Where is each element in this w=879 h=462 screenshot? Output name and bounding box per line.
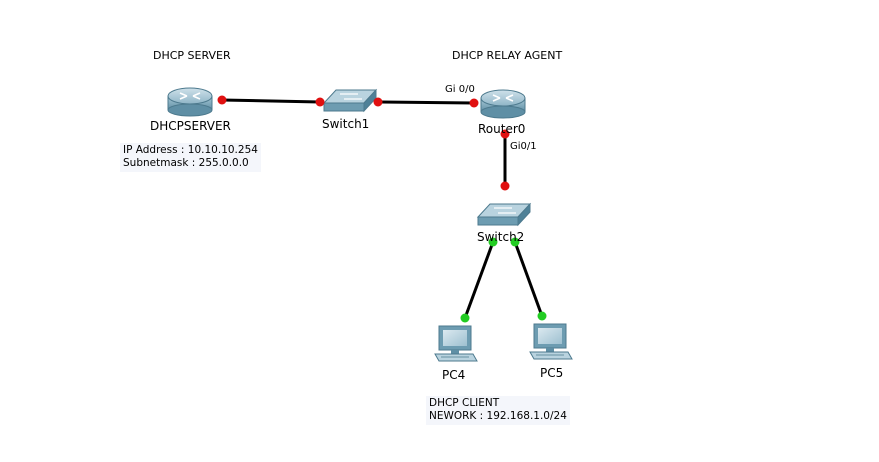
pc5-device[interactable] <box>529 323 573 360</box>
port-light-switch2-up <box>500 181 510 191</box>
link-switch1-router0[interactable] <box>377 100 475 105</box>
server-mask-line: Subnetmask : 255.0.0.0 <box>123 157 249 169</box>
dhcp-relay-title: DHCP RELAY AGENT <box>452 49 563 62</box>
router0-label: Router0 <box>478 122 526 136</box>
port-light-server <box>217 95 227 105</box>
dhcp-server-info-note: IP Address : 10.10.10.254 Subnetmask : 2… <box>120 143 261 172</box>
pc4-label: PC4 <box>442 368 466 382</box>
dhcp-server-device[interactable] <box>167 87 213 117</box>
port-light-switch2-right <box>510 237 520 247</box>
switch-icon <box>476 202 532 227</box>
port-light-switch1-left <box>315 97 325 107</box>
pc5-label: PC5 <box>540 366 564 380</box>
link-switch2-pc5[interactable] <box>513 241 544 317</box>
port-lights <box>217 95 547 323</box>
switch-icon <box>322 88 378 113</box>
dhcp-server-label: DHCPSERVER <box>150 119 231 133</box>
link-switch2-pc4[interactable] <box>463 241 495 319</box>
switch1-label: Switch1 <box>322 117 370 131</box>
pc-icon <box>529 323 573 360</box>
port-light-router-gi00 <box>469 98 479 108</box>
router0-device[interactable] <box>480 89 526 119</box>
router-icon <box>167 87 213 117</box>
switch1-device[interactable] <box>322 88 378 113</box>
port-light-pc4 <box>460 313 470 323</box>
link-server-switch1[interactable] <box>221 98 321 104</box>
port-light-router-gi01 <box>500 129 510 139</box>
dhcp-client-info-note: DHCP CLIENT NEWORK : 192.168.1.0/24 <box>426 396 570 425</box>
port-light-switch1-right <box>373 97 383 107</box>
switch2-label: Switch2 <box>477 230 525 244</box>
server-ip-line: IP Address : 10.10.10.254 <box>123 144 258 156</box>
port-light-switch2-left <box>488 237 498 247</box>
router-icon <box>480 89 526 119</box>
switch2-device[interactable] <box>476 202 532 227</box>
cables <box>221 98 544 319</box>
pc4-device[interactable] <box>434 325 478 362</box>
port-label-gi01: Gi0/1 <box>510 141 537 152</box>
client-title-line: DHCP CLIENT <box>429 397 500 409</box>
client-network-line: NEWORK : 192.168.1.0/24 <box>429 410 567 422</box>
pc-icon <box>434 325 478 362</box>
dhcp-server-title: DHCP SERVER <box>153 49 231 62</box>
port-light-pc5 <box>537 311 547 321</box>
port-label-gi00: Gi 0/0 <box>445 84 475 95</box>
